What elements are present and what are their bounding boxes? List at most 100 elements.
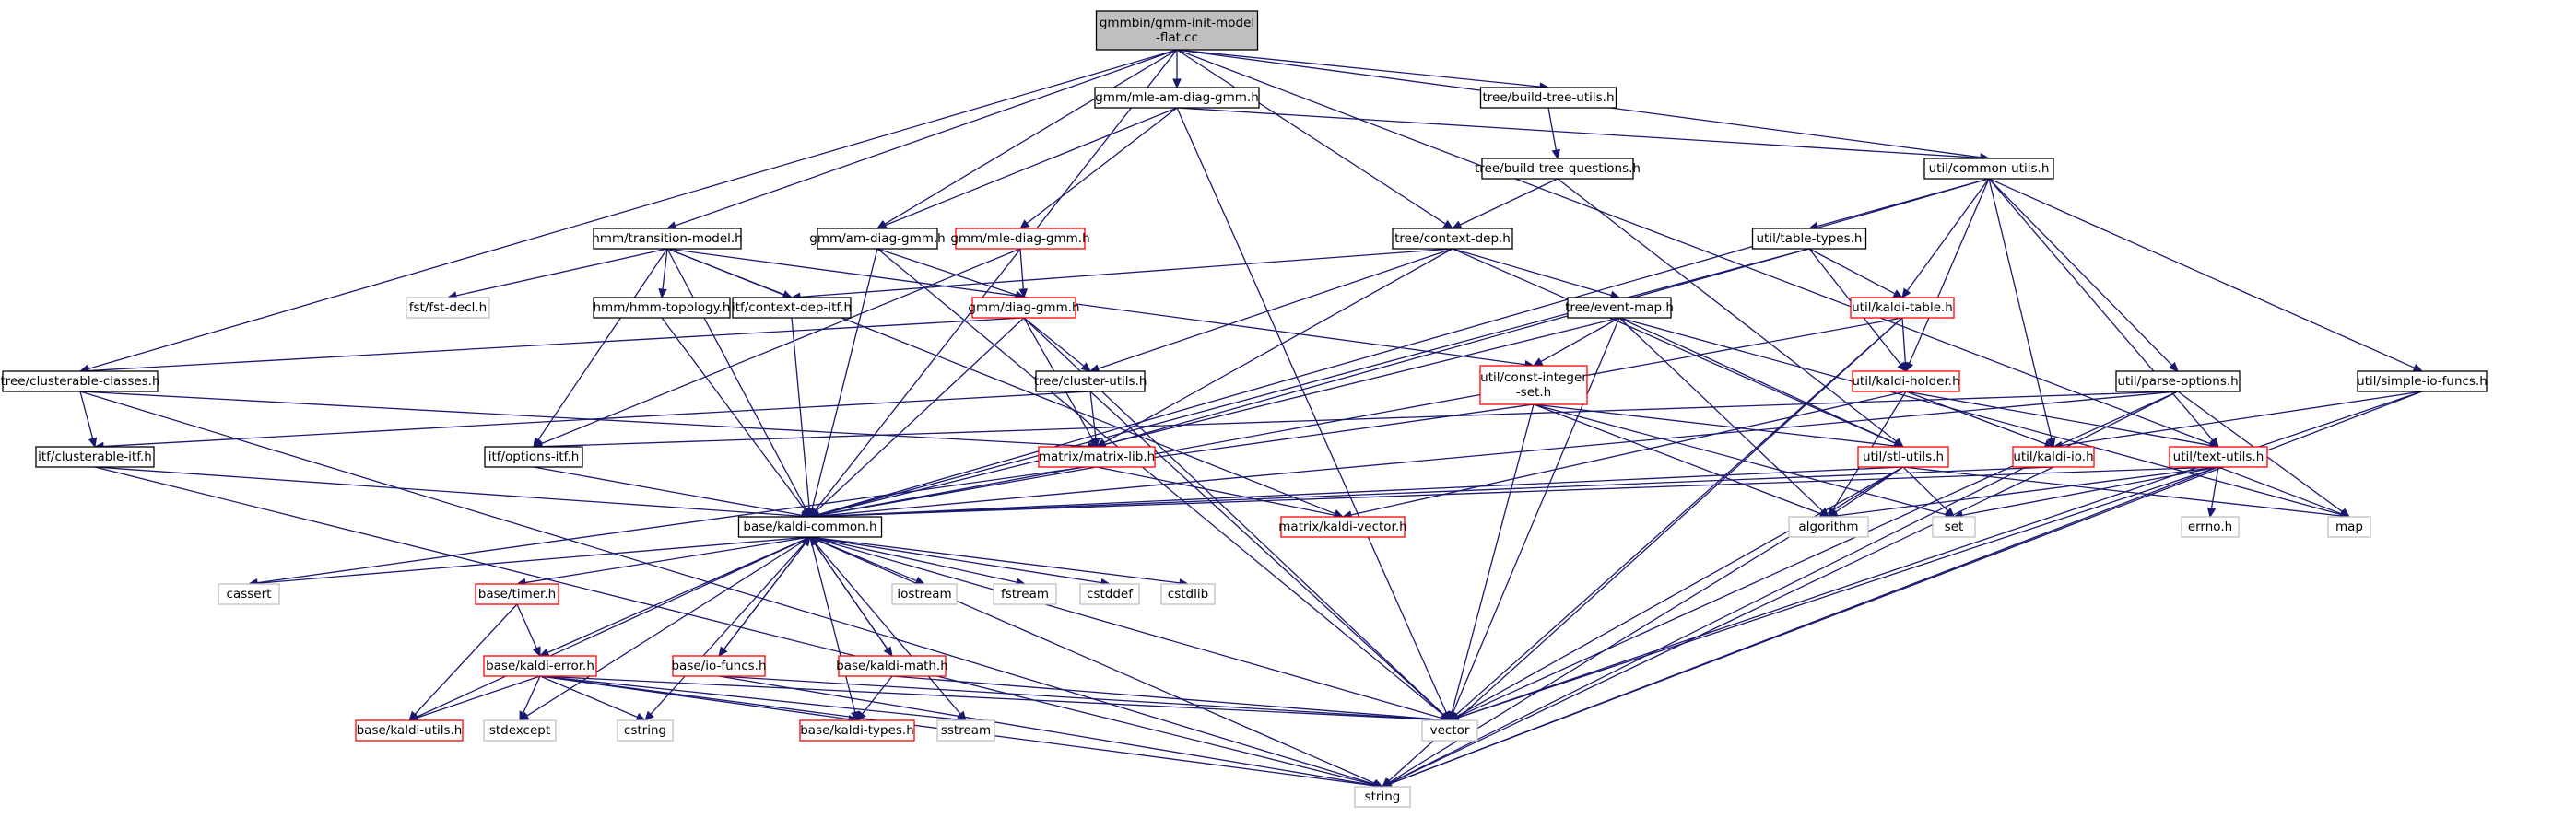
node-label: gmmbin/gmm-init-model <box>1100 16 1254 30</box>
edge-line <box>416 536 811 718</box>
node-kaldi-error[interactable]: base/kaldi-error.h <box>483 655 597 677</box>
node-box <box>617 719 674 742</box>
edge-line <box>256 403 1535 584</box>
edge-arrowhead <box>1901 287 1911 298</box>
node-box <box>484 446 583 468</box>
node-label: cstring <box>624 723 666 738</box>
edge-line <box>1451 403 1535 713</box>
node-kaldi-vector[interactable]: matrix/kaldi-vector.h <box>1278 516 1407 538</box>
edge-line <box>1103 248 1453 444</box>
edge-line <box>666 248 1526 366</box>
edge-line <box>79 391 1089 448</box>
edge-line <box>1089 391 1097 439</box>
edge-arrowhead <box>1944 507 1955 518</box>
edge-mle_am-to-common_utils <box>1176 107 1991 163</box>
node-kaldi-utils[interactable]: base/kaldi-utils.h <box>355 719 464 742</box>
node-text-utils[interactable]: util/text-utils.h <box>2169 446 2268 468</box>
edge-line <box>1902 466 1949 512</box>
node-label: base/io-funcs.h <box>671 659 766 673</box>
node-box <box>1421 719 1478 742</box>
node-kaldi-table[interactable]: util/kaldi-table.h <box>1850 297 1955 319</box>
edge-line <box>809 536 1376 784</box>
edge-context_dep-to-cluster_utils <box>1088 248 1453 373</box>
edge-line <box>817 391 2179 517</box>
node-label: -set.h <box>1516 385 1551 400</box>
edge-line <box>817 248 1810 516</box>
edge-arrowhead <box>1551 148 1560 160</box>
node-box <box>1095 10 1259 51</box>
node-box <box>2357 370 2488 392</box>
node-root[interactable]: gmmbin/gmm-init-model-flat.cc <box>1095 10 1259 51</box>
edge-line <box>2217 466 2342 515</box>
node-diag-gmm[interactable]: gmm/diag-gmm.h <box>968 297 1080 319</box>
node-clusterable-classes[interactable]: tree/clusterable-classes.h <box>0 370 160 392</box>
edge-line <box>809 536 1017 583</box>
node-kaldi-math[interactable]: base/kaldi-math.h <box>836 655 948 677</box>
node-event-map[interactable]: tree/event-map.h <box>1565 297 1674 319</box>
edge-arrowhead <box>2206 507 2217 519</box>
node-label: tree/clusterable-classes.h <box>0 374 159 389</box>
edge-arrowhead <box>2412 363 2424 372</box>
node-cassert: cassert <box>218 583 280 605</box>
node-parse-options[interactable]: util/parse-options.h <box>2115 370 2241 392</box>
node-kaldi-io[interactable]: util/kaldi-io.h <box>2012 446 2095 468</box>
node-cluster-utils[interactable]: tree/cluster-utils.h <box>1034 370 1147 392</box>
edge-common_utils-to-parse_options <box>1988 178 2179 372</box>
node-common-utils[interactable]: util/common-utils.h <box>1923 158 2054 180</box>
node-vector: vector <box>1421 719 1478 742</box>
edge-line <box>1533 403 1947 516</box>
node-box <box>2181 516 2240 538</box>
edge-line <box>1456 391 2179 718</box>
node-transition[interactable]: hmm/transition-model.h <box>592 228 743 250</box>
edge-mle_am-to-mle_diag <box>1019 107 1178 229</box>
edge-arrowhead <box>801 536 811 547</box>
node-kaldi-common[interactable]: base/kaldi-common.h <box>737 516 883 538</box>
edge-line <box>526 536 811 717</box>
node-box <box>2 370 159 392</box>
node-mle-am[interactable]: gmm/mle-am-diag-gmm.h <box>1094 87 1260 109</box>
node-clusterable-itf[interactable]: itf/clusterable-itf.h <box>35 446 155 468</box>
edge-line <box>1023 317 1085 367</box>
edge-line <box>1908 178 1990 364</box>
node-stl-utils[interactable]: util/stl-utils.h <box>1857 446 1949 468</box>
node-map: map <box>2327 516 2371 538</box>
edge-line <box>1836 466 2219 517</box>
node-context-dep[interactable]: tree/context-dep.h <box>1392 228 1513 250</box>
edge-line <box>885 107 1178 227</box>
node-table-types[interactable]: util/table-types.h <box>1751 228 1867 250</box>
node-label: stdexcept <box>489 723 550 738</box>
edge-line <box>876 248 1017 296</box>
node-kaldi-types[interactable]: base/kaldi-types.h <box>799 719 915 742</box>
edge-line <box>1547 107 1558 151</box>
node-build-tree[interactable]: tree/build-tree-utils.h <box>1479 87 1617 109</box>
node-mle-diag[interactable]: gmm/mle-diag-gmm.h <box>950 228 1090 250</box>
node-label: cstddef <box>1087 587 1134 602</box>
node-label: matrix/matrix-lib.h <box>1039 450 1155 464</box>
node-build-questions[interactable]: tree/build-tree-questions.h <box>1475 158 1641 180</box>
edge-line <box>809 536 856 713</box>
edge-line <box>1808 248 1896 295</box>
node-label: fst/fst-decl.h <box>409 300 487 315</box>
edge-line <box>2210 466 2219 509</box>
node-ctx-dep-itf[interactable]: itf/context-dep-itf.h <box>732 297 852 319</box>
edge-line <box>718 675 1442 721</box>
node-label: gmm/diag-gmm.h <box>968 300 1079 315</box>
node-io-funcs[interactable]: base/io-funcs.h <box>671 655 767 677</box>
edge-root-to-mle_am <box>1172 50 1182 89</box>
node-const-int[interactable]: util/const-integer-set.h <box>1479 365 1588 405</box>
node-box <box>936 719 995 742</box>
edge-kaldi_common-to-cstddef <box>809 536 1112 588</box>
node-matrix-lib[interactable]: matrix/matrix-lib.h <box>1038 446 1156 468</box>
node-options-itf[interactable]: itf/options-itf.h <box>484 446 583 468</box>
node-am-diag[interactable]: gmm/am-diag-gmm.h <box>809 228 946 250</box>
edge-common_utils-to-text_utils <box>1988 178 2219 448</box>
edge-build_tree-to-build_questions <box>1547 107 1560 160</box>
edge-mle_am-to-am_diag <box>876 107 1178 229</box>
edge-line <box>1459 178 1559 226</box>
node-hmm-topo[interactable]: hmm/hmm-topology.h <box>593 297 731 319</box>
node-timer[interactable]: base/timer.h <box>475 583 559 605</box>
edge-line <box>650 536 811 715</box>
node-kaldi-holder[interactable]: util/kaldi-holder.h <box>1852 370 1960 392</box>
node-simple-io[interactable]: util/simple-io-funcs.h <box>2357 370 2488 392</box>
edge-arrowhead <box>1019 219 1030 229</box>
